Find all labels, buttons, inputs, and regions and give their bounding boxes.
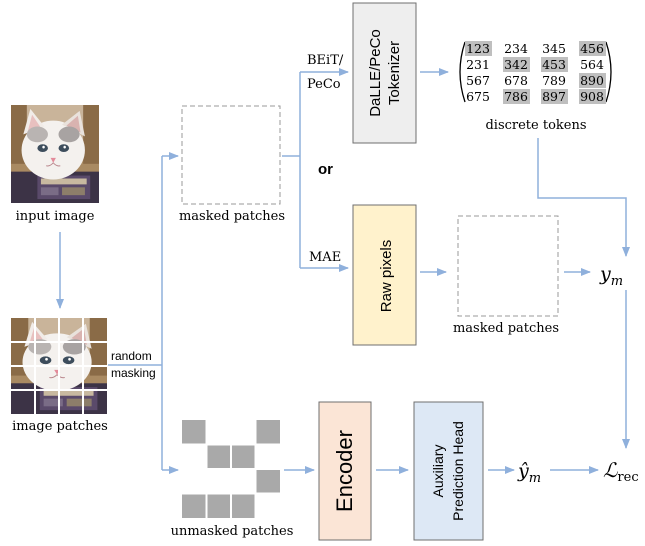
arrow-tokens-to-ym [537, 138, 630, 257]
token-highlight [503, 57, 530, 72]
dashed-border [181, 105, 281, 205]
tokenizer-box [352, 2, 417, 144]
image-patches [11, 318, 107, 414]
masked-patches-mid-label: masked patches [453, 321, 559, 336]
token-value: 342 [504, 57, 528, 72]
aux-head-label-1: Auxiliary [430, 445, 446, 498]
unmasked-patches [182, 420, 280, 518]
masked-cell [182, 493, 207, 518]
token-value: 675 [466, 89, 490, 104]
token-highlight [465, 41, 492, 56]
matrix-right-paren [605, 41, 612, 103]
raw-pixels-label: Raw pixels [378, 240, 395, 313]
masked-cell [255, 469, 280, 494]
token-value: 786 [504, 89, 528, 104]
mae-label: MAE [309, 250, 341, 265]
aux-head-label-2: Prediction Head [450, 421, 466, 521]
masked-cell [182, 420, 207, 445]
token-value: 231 [466, 57, 490, 72]
tokenizer-label-2: Tokenizer [386, 41, 403, 105]
token-value: 678 [504, 73, 528, 88]
token-highlight [579, 89, 606, 104]
discrete-tokens-label: discrete tokens [485, 118, 586, 133]
masked-patches-top [181, 105, 281, 205]
masked-cell [231, 493, 256, 518]
token-highlight [541, 57, 568, 72]
beit-label-2: PeCo [307, 77, 341, 92]
token-highlight [579, 41, 606, 56]
token-value: 897 [542, 89, 566, 104]
token-value: 908 [580, 89, 604, 104]
beit-label-1: BEiT/ [307, 53, 344, 68]
encoder-label: Encoder [332, 430, 357, 512]
input-image-label: input image [16, 209, 95, 224]
token-value: 789 [542, 73, 566, 88]
masked-cell [231, 444, 256, 469]
token-value: 345 [542, 41, 566, 56]
input-image [11, 105, 99, 203]
masked-patches-mid [457, 215, 559, 317]
token-value: 890 [580, 73, 604, 88]
raw-pixels-box [352, 204, 417, 346]
encoder-box [318, 401, 372, 541]
tokenizer-label-1: DaLLE/PeCo [367, 29, 384, 117]
token-value: 564 [580, 57, 604, 72]
unmasked-patches-label: unmasked patches [171, 524, 294, 539]
masked-cell [206, 493, 231, 518]
ym-symbol: ym [599, 263, 623, 289]
token-highlight [541, 89, 568, 104]
or-label: or [318, 161, 333, 178]
token-matrix: 123 234 345 456 231 342 453 564 567 678 789 890 675 7… [459, 41, 612, 104]
token-value: 567 [466, 73, 490, 88]
image-patches-label: image patches [12, 419, 108, 434]
token-highlight [579, 73, 606, 88]
aux-head-box [413, 401, 484, 541]
masked-patches-top-label: masked patches [179, 209, 285, 224]
matrix-left-paren [459, 41, 466, 103]
masking-label: masking [111, 366, 156, 380]
dashed-border [457, 215, 559, 317]
token-value: 234 [504, 41, 528, 56]
masked-cell [206, 444, 231, 469]
token-value: 453 [542, 57, 566, 72]
token-value: 123 [466, 41, 490, 56]
masked-cell [255, 420, 280, 445]
yhat-symbol: ŷm [517, 460, 541, 486]
token-highlight [503, 89, 530, 104]
token-value: 456 [580, 41, 604, 56]
random-label: random [111, 349, 152, 363]
loss-symbol: ℒrec [603, 458, 639, 485]
